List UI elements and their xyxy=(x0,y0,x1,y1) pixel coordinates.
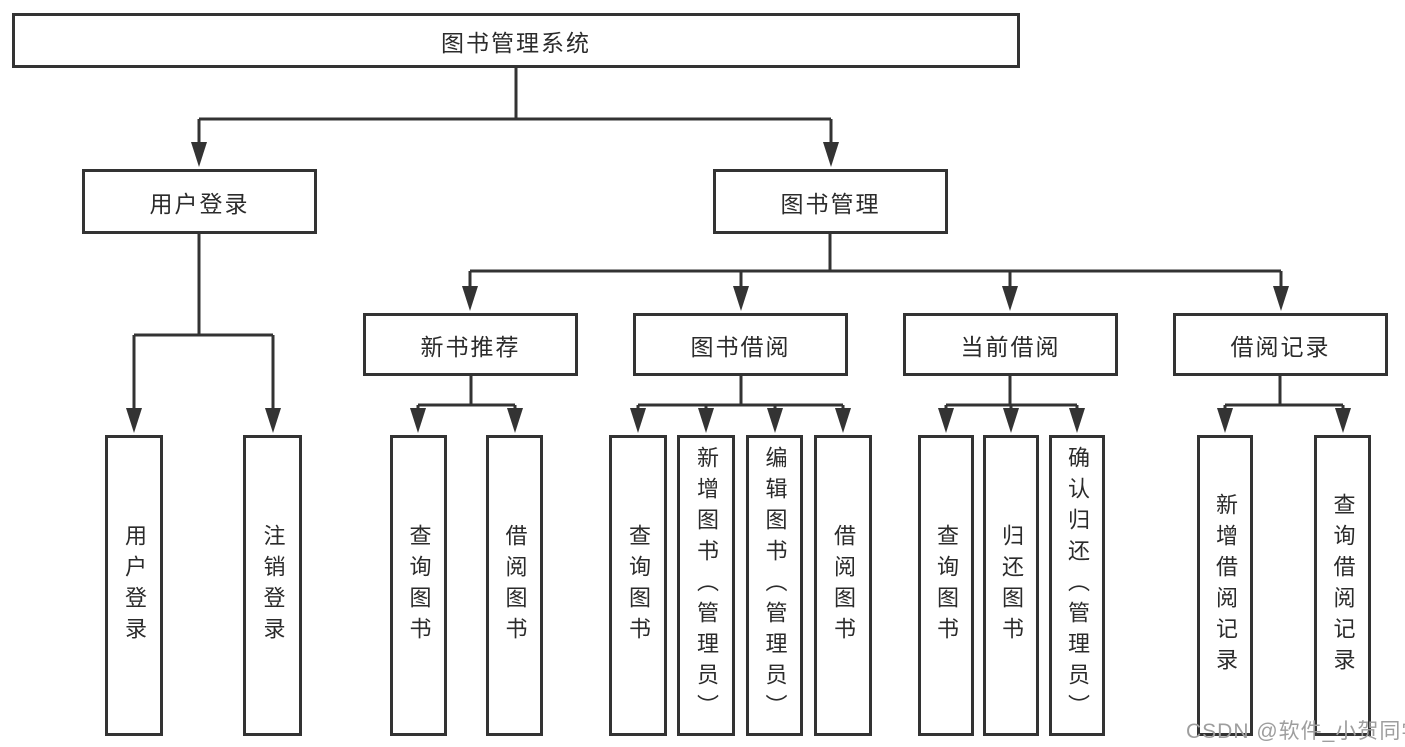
leaf-logout: 注销登录 xyxy=(243,435,302,736)
leaf-user-login-label: 用户登录 xyxy=(122,523,147,648)
leaf-query-books-borrowing-label: 查询图书 xyxy=(626,523,651,648)
node-user-login: 用户登录 xyxy=(82,169,317,234)
csdn-watermark: CSDN @软件_小贺同学 xyxy=(1186,720,1405,743)
node-library-management-system-label: 图书管理系统 xyxy=(441,29,591,56)
leaf-add-borrow-record: 新增借阅记录 xyxy=(1197,435,1253,736)
node-user-login-label: 用户登录 xyxy=(149,190,250,217)
leaf-query-books-current-label: 查询图书 xyxy=(934,523,959,648)
leaf-query-borrow-record: 查询借阅记录 xyxy=(1314,435,1371,736)
node-new-book-recommendation: 新书推荐 xyxy=(363,313,578,376)
leaf-borrow-books-label: 借阅图书 xyxy=(831,523,856,648)
leaf-return-books-label: 归还图书 xyxy=(999,523,1024,648)
node-new-book-recommendation-label: 新书推荐 xyxy=(420,333,521,360)
leaf-user-login: 用户登录 xyxy=(105,435,163,736)
node-borrowing-records: 借阅记录 xyxy=(1173,313,1388,376)
leaf-return-books: 归还图书 xyxy=(983,435,1039,736)
node-current-borrowing-label: 当前借阅 xyxy=(960,333,1061,360)
leaf-edit-books-admin: 编辑图书（管理员） xyxy=(746,435,803,736)
node-book-management-label: 图书管理 xyxy=(780,190,881,217)
leaf-add-borrow-record-label: 新增借阅记录 xyxy=(1213,492,1238,679)
leaf-borrow-books-recommend: 借阅图书 xyxy=(486,435,543,736)
leaf-query-books-current: 查询图书 xyxy=(918,435,974,736)
leaf-confirm-return-admin: 确认归还（管理员） xyxy=(1049,435,1105,736)
leaf-query-books-recommend: 查询图书 xyxy=(390,435,447,736)
leaf-add-books-admin: 新增图书（管理员） xyxy=(677,435,735,736)
leaf-borrow-books: 借阅图书 xyxy=(814,435,872,736)
leaf-borrow-books-recommend-label: 借阅图书 xyxy=(502,523,528,648)
leaf-add-books-admin-label: 新增图书（管理员） xyxy=(694,446,719,725)
leaf-edit-books-admin-label: 编辑图书（管理员） xyxy=(762,446,788,725)
node-borrowing-records-label: 借阅记录 xyxy=(1230,333,1331,360)
leaf-confirm-return-admin-label: 确认归还（管理员） xyxy=(1065,446,1090,725)
node-book-management: 图书管理 xyxy=(713,169,948,234)
node-book-borrowing: 图书借阅 xyxy=(633,313,848,376)
node-library-management-system: 图书管理系统 xyxy=(12,13,1020,68)
leaf-logout-label: 注销登录 xyxy=(260,523,286,648)
node-current-borrowing: 当前借阅 xyxy=(903,313,1118,376)
leaf-query-books-borrowing: 查询图书 xyxy=(609,435,667,736)
leaf-query-borrow-record-label: 查询借阅记录 xyxy=(1330,492,1356,679)
node-book-borrowing-label: 图书借阅 xyxy=(690,333,791,360)
leaf-query-books-recommend-label: 查询图书 xyxy=(406,523,432,648)
